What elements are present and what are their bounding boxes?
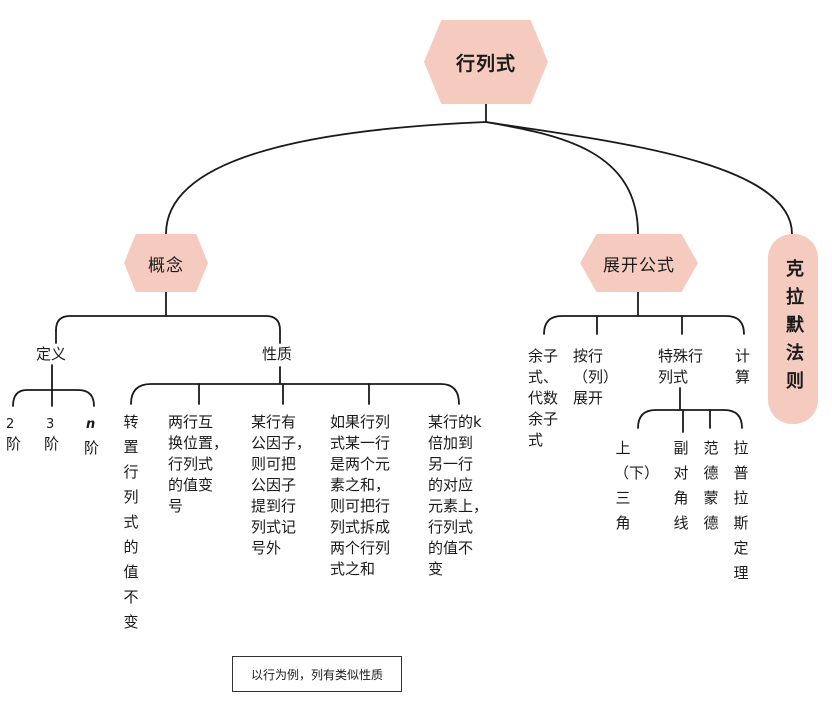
special-item: 上（下）三角 xyxy=(614,439,660,532)
expansion-item: 按行 （列） 展开 xyxy=(573,347,619,407)
order-unit: 阶 xyxy=(6,435,22,453)
cramer-title: 克拉默法则 xyxy=(783,259,804,399)
property-item: 如果行列 式某一行 是两个元 素之和， 则可把行 列式拆成 两个行列 式之和 xyxy=(330,413,391,578)
property-item: 转置行列式的值不变 xyxy=(123,413,139,631)
definition-label: 定义 xyxy=(36,345,67,363)
order-unit: 阶 xyxy=(44,435,60,453)
cramer-node: 克拉默法则 xyxy=(768,234,818,424)
order-number: n xyxy=(86,417,96,432)
root-node: 行列式 xyxy=(424,20,548,104)
concept-node: 概念 xyxy=(124,234,208,292)
concept-title: 概念 xyxy=(148,255,184,276)
special-item: 范德蒙德 xyxy=(703,439,719,532)
expansion-item: 特殊行 列式 xyxy=(658,347,704,386)
property-note: 以行为例，列有类似性质 xyxy=(232,656,402,692)
expansion-title: 展开公式 xyxy=(603,255,675,276)
special-item: 拉普拉斯定理 xyxy=(733,439,749,582)
expansion-item: 余子 式、 代数 余子 式 xyxy=(528,347,559,449)
order-unit: 阶 xyxy=(84,439,100,457)
expansion-node: 展开公式 xyxy=(580,234,698,292)
property-item: 某行有 公因子， 则可把 公因子 提到行 列式记 号外 xyxy=(251,413,312,557)
properties-label: 性质 xyxy=(262,345,293,363)
order-number: 3 xyxy=(46,417,55,432)
expansion-item: 计 算 xyxy=(735,347,751,386)
property-item: 两行互 换位置， 行列式 的值变 号 xyxy=(168,413,229,515)
note-text: 以行为例，列有类似性质 xyxy=(250,667,383,682)
order-number: 2 xyxy=(6,417,15,432)
root-title: 行列式 xyxy=(455,52,516,75)
special-item: 副对角线 xyxy=(673,439,689,532)
property-item: 某行的k 倍加到 另一行 的对应 元素上， 行列式 的值不 变 xyxy=(428,413,489,578)
